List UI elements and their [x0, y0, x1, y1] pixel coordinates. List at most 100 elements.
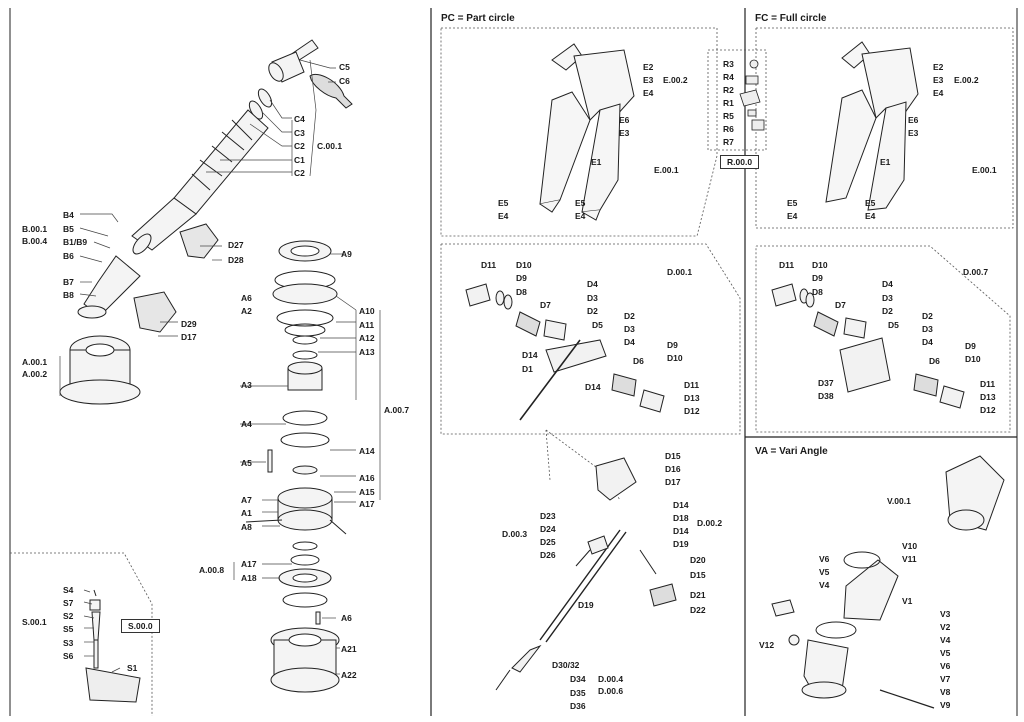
- part-callout: D3: [922, 324, 933, 334]
- part-callout: E3: [619, 128, 630, 138]
- group-label: E.00.2: [954, 75, 979, 85]
- part-callout: C4: [294, 114, 305, 124]
- part-callout: S1: [127, 663, 138, 673]
- part-callout: E4: [933, 88, 944, 98]
- part-callout: C1: [294, 155, 305, 165]
- part-callout: E3: [908, 128, 919, 138]
- part-callout: D9: [667, 340, 678, 350]
- part-callout: A17: [359, 499, 375, 509]
- part-callout: V12: [759, 640, 775, 650]
- part-callout: D10: [965, 354, 981, 364]
- part-callout: D12: [980, 405, 996, 415]
- part-callout: D2: [587, 306, 598, 316]
- part-callout: V10: [902, 541, 918, 551]
- part-callout: E4: [643, 88, 654, 98]
- section-title-full-circle: FC = Full circle: [755, 13, 827, 24]
- part-callout: C5: [339, 62, 350, 72]
- part-callout: D10: [667, 353, 683, 363]
- part-callout: B8: [63, 290, 74, 300]
- part-callout: E5: [575, 198, 586, 208]
- part-callout: A7: [241, 495, 252, 505]
- part-callout: E1: [880, 157, 891, 167]
- part-callout: A1: [241, 508, 252, 518]
- part-callout: D7: [540, 300, 551, 310]
- part-callout: A11: [359, 320, 375, 330]
- part-callout: B4: [63, 210, 74, 220]
- part-callout: D12: [684, 406, 700, 416]
- part-callout: D19: [578, 600, 594, 610]
- part-callout: A22: [341, 670, 357, 680]
- part-callout: C6: [339, 76, 350, 86]
- part-callout: A6: [241, 293, 252, 303]
- part-callout: D9: [965, 341, 976, 351]
- part-callout: V9: [940, 700, 951, 710]
- part-callout: D25: [540, 537, 556, 547]
- part-callout: A14: [359, 446, 375, 456]
- part-callout: A12: [359, 333, 375, 343]
- part-callout: A8: [241, 522, 252, 532]
- part-callout: A13: [359, 347, 375, 357]
- part-callout: E5: [498, 198, 509, 208]
- part-callout: D14: [673, 526, 689, 536]
- part-callout: D4: [882, 279, 893, 289]
- part-callout: D14: [522, 350, 538, 360]
- part-callout: V3: [940, 609, 951, 619]
- part-callout: D37: [818, 378, 834, 388]
- part-callout: D8: [516, 287, 527, 297]
- part-callout: B7: [63, 277, 74, 287]
- part-callout: B5: [63, 224, 74, 234]
- part-callout: E5: [865, 198, 876, 208]
- part-callout: D15: [665, 451, 681, 461]
- part-callout: D14: [673, 500, 689, 510]
- group-label: A.00.2: [22, 369, 48, 379]
- part-callout: S5: [63, 624, 74, 634]
- part-callout: D8: [812, 287, 823, 297]
- part-callout: D6: [633, 356, 644, 366]
- part-callout: D2: [922, 311, 933, 321]
- part-callout: D9: [516, 273, 527, 283]
- part-callout: E3: [643, 75, 654, 85]
- part-callout: V8: [940, 687, 951, 697]
- part-callout: D28: [228, 255, 244, 265]
- part-callout: D29: [181, 319, 197, 329]
- part-callout: D18: [673, 513, 689, 523]
- part-callout: A15: [359, 487, 375, 497]
- part-callout: R7: [723, 137, 734, 147]
- part-callout: D3: [882, 293, 893, 303]
- part-callout: D19: [673, 539, 689, 549]
- group-label: D.00.3: [502, 529, 528, 539]
- part-callout: R6: [723, 124, 734, 134]
- part-callout: A2: [241, 306, 252, 316]
- part-callout: E5: [787, 198, 798, 208]
- part-callout: R3: [723, 59, 734, 69]
- part-callout: D7: [835, 300, 846, 310]
- part-callout: S6: [63, 651, 74, 661]
- group-label: E.00.2: [663, 75, 688, 85]
- part-callout: D16: [665, 464, 681, 474]
- part-callout: V1: [902, 596, 913, 606]
- part-callout: D4: [587, 279, 598, 289]
- part-callout: A5: [241, 458, 252, 468]
- part-callout: A6: [341, 613, 352, 623]
- section-title-vari-angle: VA = Vari Angle: [755, 446, 828, 457]
- part-callout: D21: [690, 590, 706, 600]
- section-title-part-circle: PC = Part circle: [441, 13, 515, 24]
- part-callout: V6: [940, 661, 951, 671]
- part-callout: S2: [63, 611, 74, 621]
- part-callout: D22: [690, 605, 706, 615]
- part-callout: D3: [624, 324, 635, 334]
- part-callout: D35: [570, 688, 586, 698]
- part-callout: D38: [818, 391, 834, 401]
- part-callout: C3: [294, 128, 305, 138]
- part-callout: D17: [181, 332, 197, 342]
- group-label: B.00.4: [22, 236, 48, 246]
- part-callout: V7: [940, 674, 951, 684]
- part-callout: A17: [241, 559, 257, 569]
- part-callout: A9: [341, 249, 352, 259]
- part-callout: D4: [922, 337, 933, 347]
- part-callout: V11: [902, 554, 917, 564]
- part-callout: E6: [619, 115, 630, 125]
- part-callout: D2: [624, 311, 635, 321]
- part-callout: R1: [723, 98, 734, 108]
